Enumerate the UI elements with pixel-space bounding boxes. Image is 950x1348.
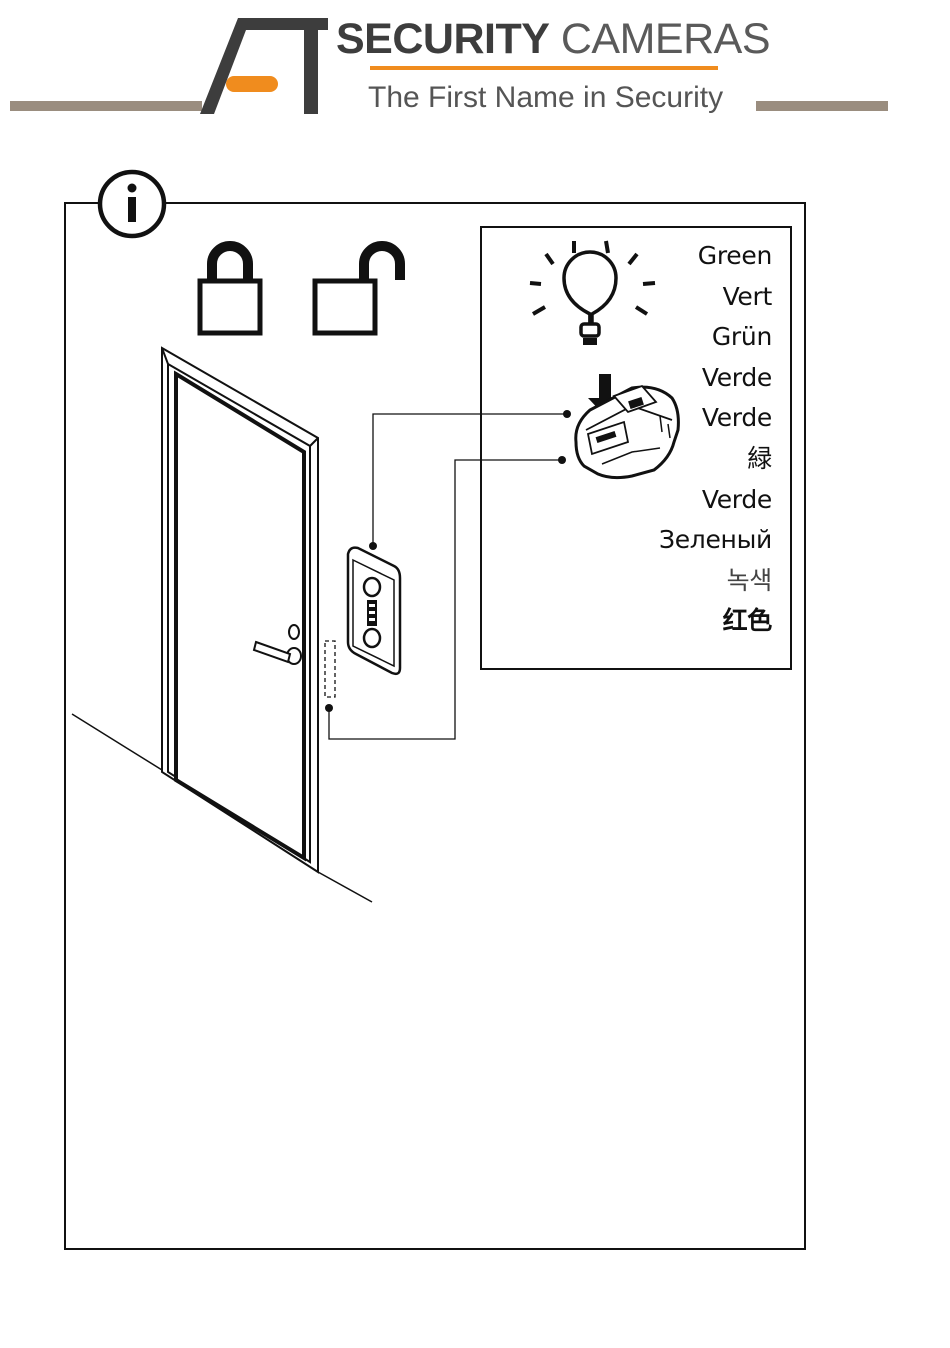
wall-line-right — [318, 872, 372, 902]
color-label-it: Verde — [659, 358, 772, 399]
card-reader-icon — [348, 548, 400, 674]
door-icon — [162, 348, 318, 872]
wall-line-left — [72, 714, 162, 770]
color-label-ru: Зеленый — [659, 520, 772, 561]
unlocked-padlock-icon — [315, 246, 400, 333]
locked-padlock-icon — [200, 246, 260, 333]
color-label-es: Verde — [659, 398, 772, 439]
color-label-en: Green — [659, 236, 772, 277]
door-sensor — [325, 641, 335, 697]
color-label-ja: 緑 — [659, 439, 772, 480]
color-name-list: Green Vert Grün Verde Verde 緑 Verde Зеле… — [659, 236, 772, 642]
color-label-de: Grün — [659, 317, 772, 358]
color-label-pt: Verde — [659, 480, 772, 521]
light-bulb-icon — [530, 241, 655, 345]
color-label-ko: 녹색 — [659, 561, 772, 602]
color-label-fr: Vert — [659, 277, 772, 318]
color-label-zh: 红色 — [659, 601, 772, 642]
legend-box: Green Vert Grün Verde Verde 緑 Verde Зеле… — [480, 226, 792, 670]
